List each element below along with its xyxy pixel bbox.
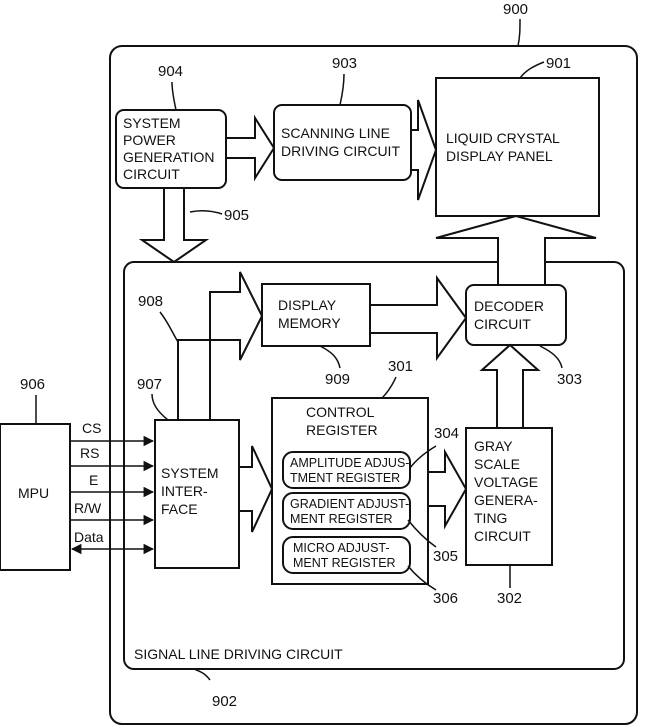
amplitude-label-2: TMENT REGISTER xyxy=(290,471,400,485)
signal-rs-label: RS xyxy=(80,445,99,461)
ref-907: 907 xyxy=(137,376,162,393)
ref-900: 900 xyxy=(503,1,528,18)
power-label-2: POWER xyxy=(123,132,176,148)
ref-303: 303 xyxy=(557,371,582,388)
ref-908: 908 xyxy=(138,293,163,310)
interface-label-1: SYSTEM xyxy=(161,465,219,481)
signal-rw-label: R/W xyxy=(74,500,102,516)
gray-label-3: VOLTAGE xyxy=(474,474,538,490)
memory-label-2: MEMORY xyxy=(278,315,341,331)
mpu-label: MPU xyxy=(18,485,49,501)
ref-301: 301 xyxy=(388,358,413,375)
memory-label-1: DISPLAY xyxy=(278,297,337,313)
micro-label-1: MICRO ADJUST- xyxy=(293,541,390,555)
ref-904: 904 xyxy=(158,63,183,80)
ref-306: 306 xyxy=(433,590,458,607)
signal-data-label: Data xyxy=(74,529,104,545)
signal-e-label: E xyxy=(89,472,98,488)
scanning-label-2: DRIVING CIRCUIT xyxy=(281,143,400,159)
lcd-label-2: DISPLAY PANEL xyxy=(446,148,553,164)
gradient-label-2: MENT REGISTER xyxy=(290,512,393,526)
ref-906: 906 xyxy=(20,376,45,393)
lcd-label-1: LIQUID CRYSTAL xyxy=(446,130,560,146)
ref-302: 302 xyxy=(497,590,522,607)
gradient-label-1: GRADIENT ADJUST- xyxy=(290,497,409,511)
lcd-panel-box xyxy=(436,78,599,216)
gray-label-1: GRAY xyxy=(474,438,513,454)
gray-label-4: GENERA- xyxy=(474,492,538,508)
ref-903: 903 xyxy=(332,55,357,72)
ref-305: 305 xyxy=(433,548,458,565)
control-label-2: REGISTER xyxy=(306,422,378,438)
gray-label-6: CIRCUIT xyxy=(474,528,531,544)
power-label-3: GENERATION xyxy=(123,149,215,165)
amplitude-label-1: AMPLITUDE ADJUS- xyxy=(290,456,409,470)
signal-cs-label: CS xyxy=(82,420,101,436)
gray-label-5: TING xyxy=(474,510,507,526)
decoder-label-2: CIRCUIT xyxy=(474,316,531,332)
micro-label-2: MENT REGISTER xyxy=(293,556,396,570)
control-label-1: CONTROL xyxy=(306,404,375,420)
ref-909: 909 xyxy=(325,371,350,388)
ref-902: 902 xyxy=(212,693,237,710)
scanning-label-1: SCANNING LINE xyxy=(281,125,390,141)
interface-label-3: FACE xyxy=(161,501,198,517)
interface-label-2: INTER- xyxy=(161,483,208,499)
gray-label-2: SCALE xyxy=(474,456,520,472)
power-label-1: SYSTEM xyxy=(123,115,181,131)
ref-304: 304 xyxy=(434,425,459,442)
power-label-4: CIRCUIT xyxy=(123,166,180,182)
ref-901: 901 xyxy=(546,55,571,72)
signal-line-label: SIGNAL LINE DRIVING CIRCUIT xyxy=(134,646,343,662)
decoder-label-1: DECODER xyxy=(474,298,544,314)
ref-905: 905 xyxy=(224,207,249,224)
decoder-box xyxy=(466,285,566,345)
